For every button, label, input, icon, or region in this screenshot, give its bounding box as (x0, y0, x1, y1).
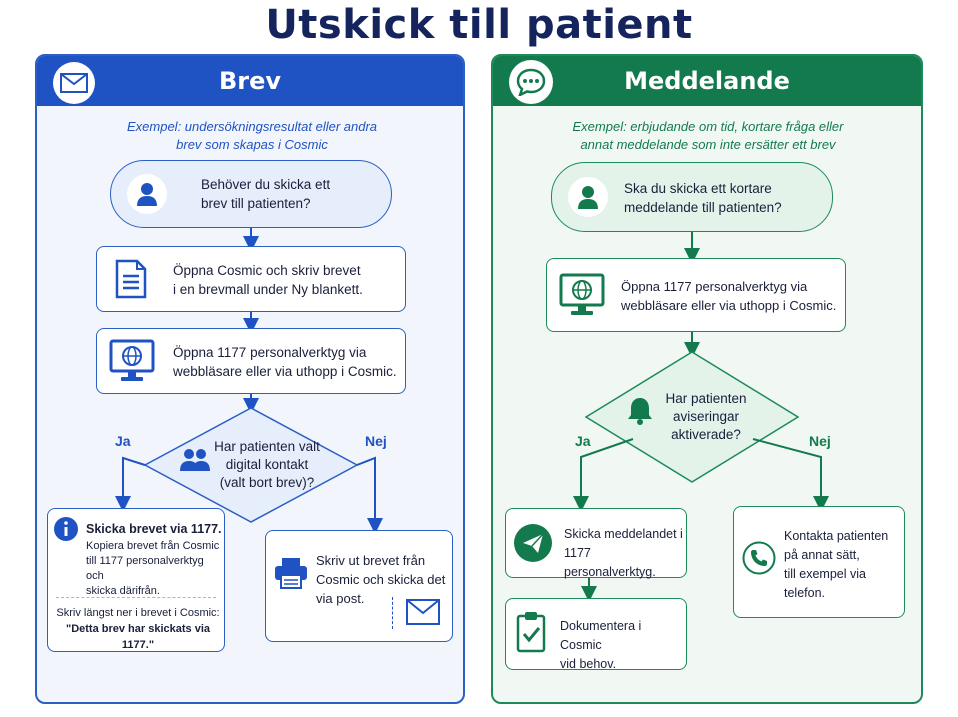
brev-panel: Brev Exempel: undersökningsresultat elle… (35, 54, 465, 704)
brev-yes-box: Skicka brevet via 1177. Kopiera brevet f… (47, 508, 225, 652)
meddelande-decision: Har patienten aviseringar aktiverade? (665, 391, 747, 442)
bell-icon (627, 396, 653, 431)
meddelande-yes-label: Ja (575, 433, 591, 449)
brev-example: Exempel: undersökningsresultat eller and… (126, 119, 378, 152)
meddelande-question-box: Ska du skicka ett kortare meddelande til… (551, 162, 833, 232)
meddelande-title: Meddelande (624, 67, 790, 95)
people-icon (179, 447, 211, 478)
info-icon (54, 517, 78, 546)
person-icon (127, 174, 167, 214)
brev-yes-label: Ja (115, 433, 131, 449)
envelope-icon (406, 599, 440, 630)
page-title: Utskick till patient (265, 2, 693, 48)
printer-icon (274, 557, 308, 594)
clipboard-check-icon (516, 611, 546, 658)
brev-header: Brev (37, 56, 463, 106)
brev-flow-lines (115, 228, 383, 534)
computer-globe-icon (109, 339, 155, 388)
document-icon (115, 259, 147, 304)
envelope-icon (53, 62, 95, 104)
send-icon (514, 524, 552, 567)
meddelande-flow-lines (573, 232, 829, 602)
chat-bubble-icon (509, 60, 553, 104)
meddelande-panel: Meddelande Exempel: erbjudande om tid, k… (491, 54, 923, 704)
meddelande-example: Exempel: erbjudande om tid, kortare fråg… (572, 119, 844, 152)
brev-question-box: Behöver du skicka ett brev till patiente… (110, 160, 392, 228)
meddelande-no-label: Nej (809, 433, 831, 449)
phone-icon (742, 541, 776, 580)
brev-step-write-letter: Öppna Cosmic och skriv brevet i en brevm… (96, 246, 406, 312)
meddelande-yes-box: Skicka meddelandet i 1177 personalverkty… (505, 508, 687, 579)
meddelande-document-box: Dokumentera i Cosmic vid behov. (505, 598, 687, 671)
brev-decision: Har patienten valt digital kontakt (valt… (214, 439, 320, 490)
brev-no-box: Skriv ut brevet från Cosmic och skicka d… (265, 530, 453, 642)
brev-title: Brev (218, 67, 282, 95)
brev-no-label: Nej (365, 433, 387, 449)
computer-globe-icon (559, 273, 605, 322)
brev-step-open-1177: Öppna 1177 personalverktyg via webbläsar… (96, 328, 406, 394)
meddelande-header: Meddelande (493, 56, 921, 106)
meddelande-step-open-1177: Öppna 1177 personalverktyg via webbläsar… (546, 258, 846, 332)
person-icon (568, 177, 608, 217)
meddelande-no-box: Kontakta patienten på annat sätt, till e… (733, 506, 905, 618)
